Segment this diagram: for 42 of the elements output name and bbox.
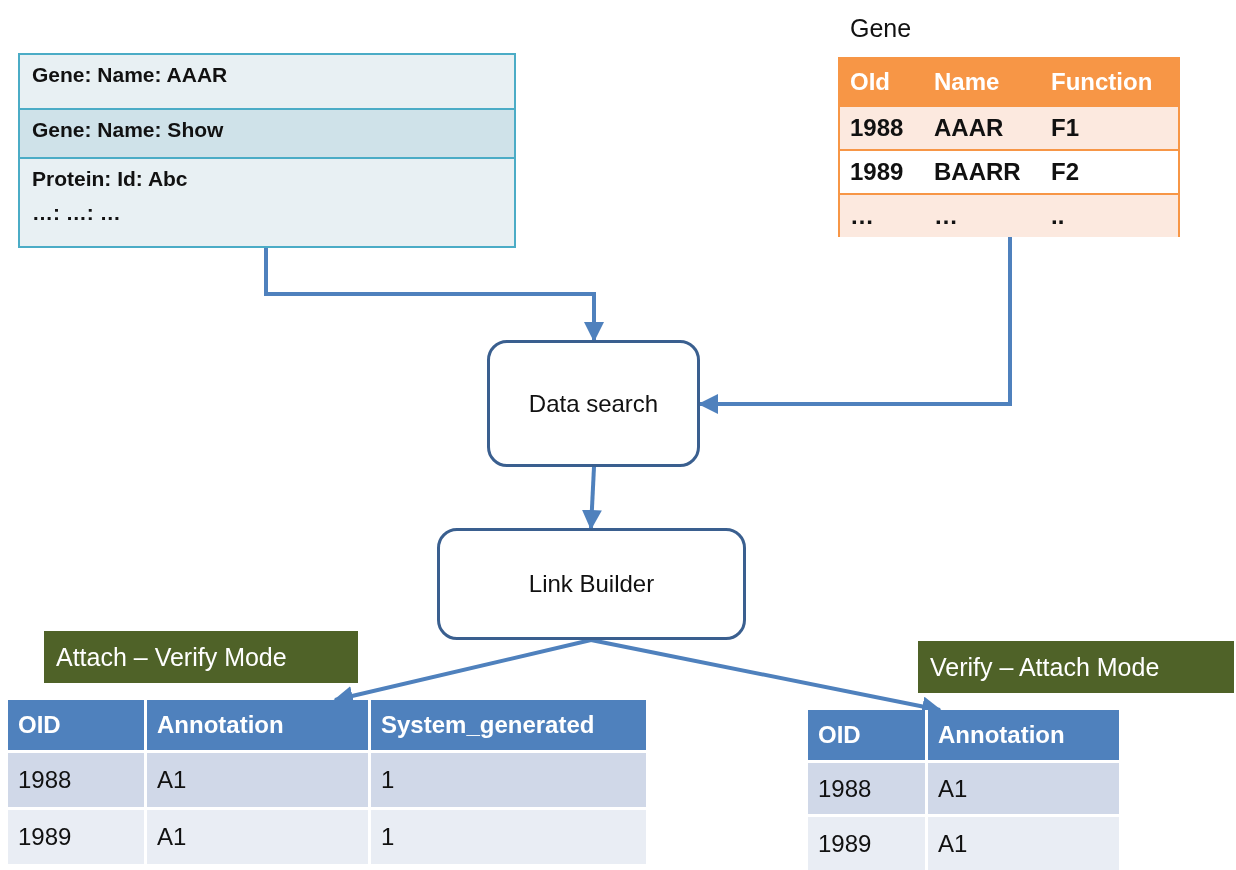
process-box [487, 340, 700, 467]
process-label: Link Builder [528, 570, 655, 598]
table-cell: … [924, 193, 1041, 237]
table-cell: 1988 [8, 753, 144, 807]
record-text: …: …: … [32, 201, 122, 226]
table-cell: 1 [371, 753, 646, 807]
header-cell: Annotation [928, 710, 1119, 760]
data-table [838, 57, 1180, 237]
table-cell: 1988 [840, 105, 924, 149]
table-cell: F1 [1041, 105, 1178, 149]
process-box [437, 528, 746, 640]
mode-tag: Verify – Attach Mode [918, 641, 1234, 693]
table-cell: A1 [147, 753, 368, 807]
header-cell: OID [8, 700, 144, 750]
table-cell: 1988 [808, 763, 925, 814]
header-cell: OID [808, 710, 925, 760]
table-cell: A1 [928, 763, 1119, 814]
arrow [581, 466, 602, 530]
record-text: Gene: Name: AAAR [32, 63, 229, 87]
table-cell: A1 [928, 817, 1119, 870]
record-text: Gene: Name: Show [32, 117, 225, 142]
table-cell: A1 [147, 810, 368, 864]
header-cell: Function [1041, 59, 1178, 105]
record-text: Protein: Id: Abc [32, 167, 189, 192]
table-cell: 1989 [808, 817, 925, 870]
table-cell: .. [1041, 193, 1178, 237]
header-cell: System_generated [371, 700, 646, 750]
table-cell: 1 [371, 810, 646, 864]
mode-tag: Attach – Verify Mode [44, 631, 358, 683]
data-table [808, 710, 1119, 870]
data-table [8, 700, 646, 865]
arrow [698, 237, 1012, 414]
header-cell: Annotation [147, 700, 368, 750]
header-cell: OId [840, 59, 924, 105]
table-cell: 1989 [8, 810, 144, 864]
arrow [264, 248, 604, 342]
process-label: Data search [528, 389, 659, 418]
table-title: Gene [849, 12, 913, 44]
table-cell: … [840, 193, 924, 237]
record-list-box [18, 53, 516, 248]
header-cell: Name [924, 59, 1041, 105]
table-cell: AAAR [924, 105, 1041, 149]
